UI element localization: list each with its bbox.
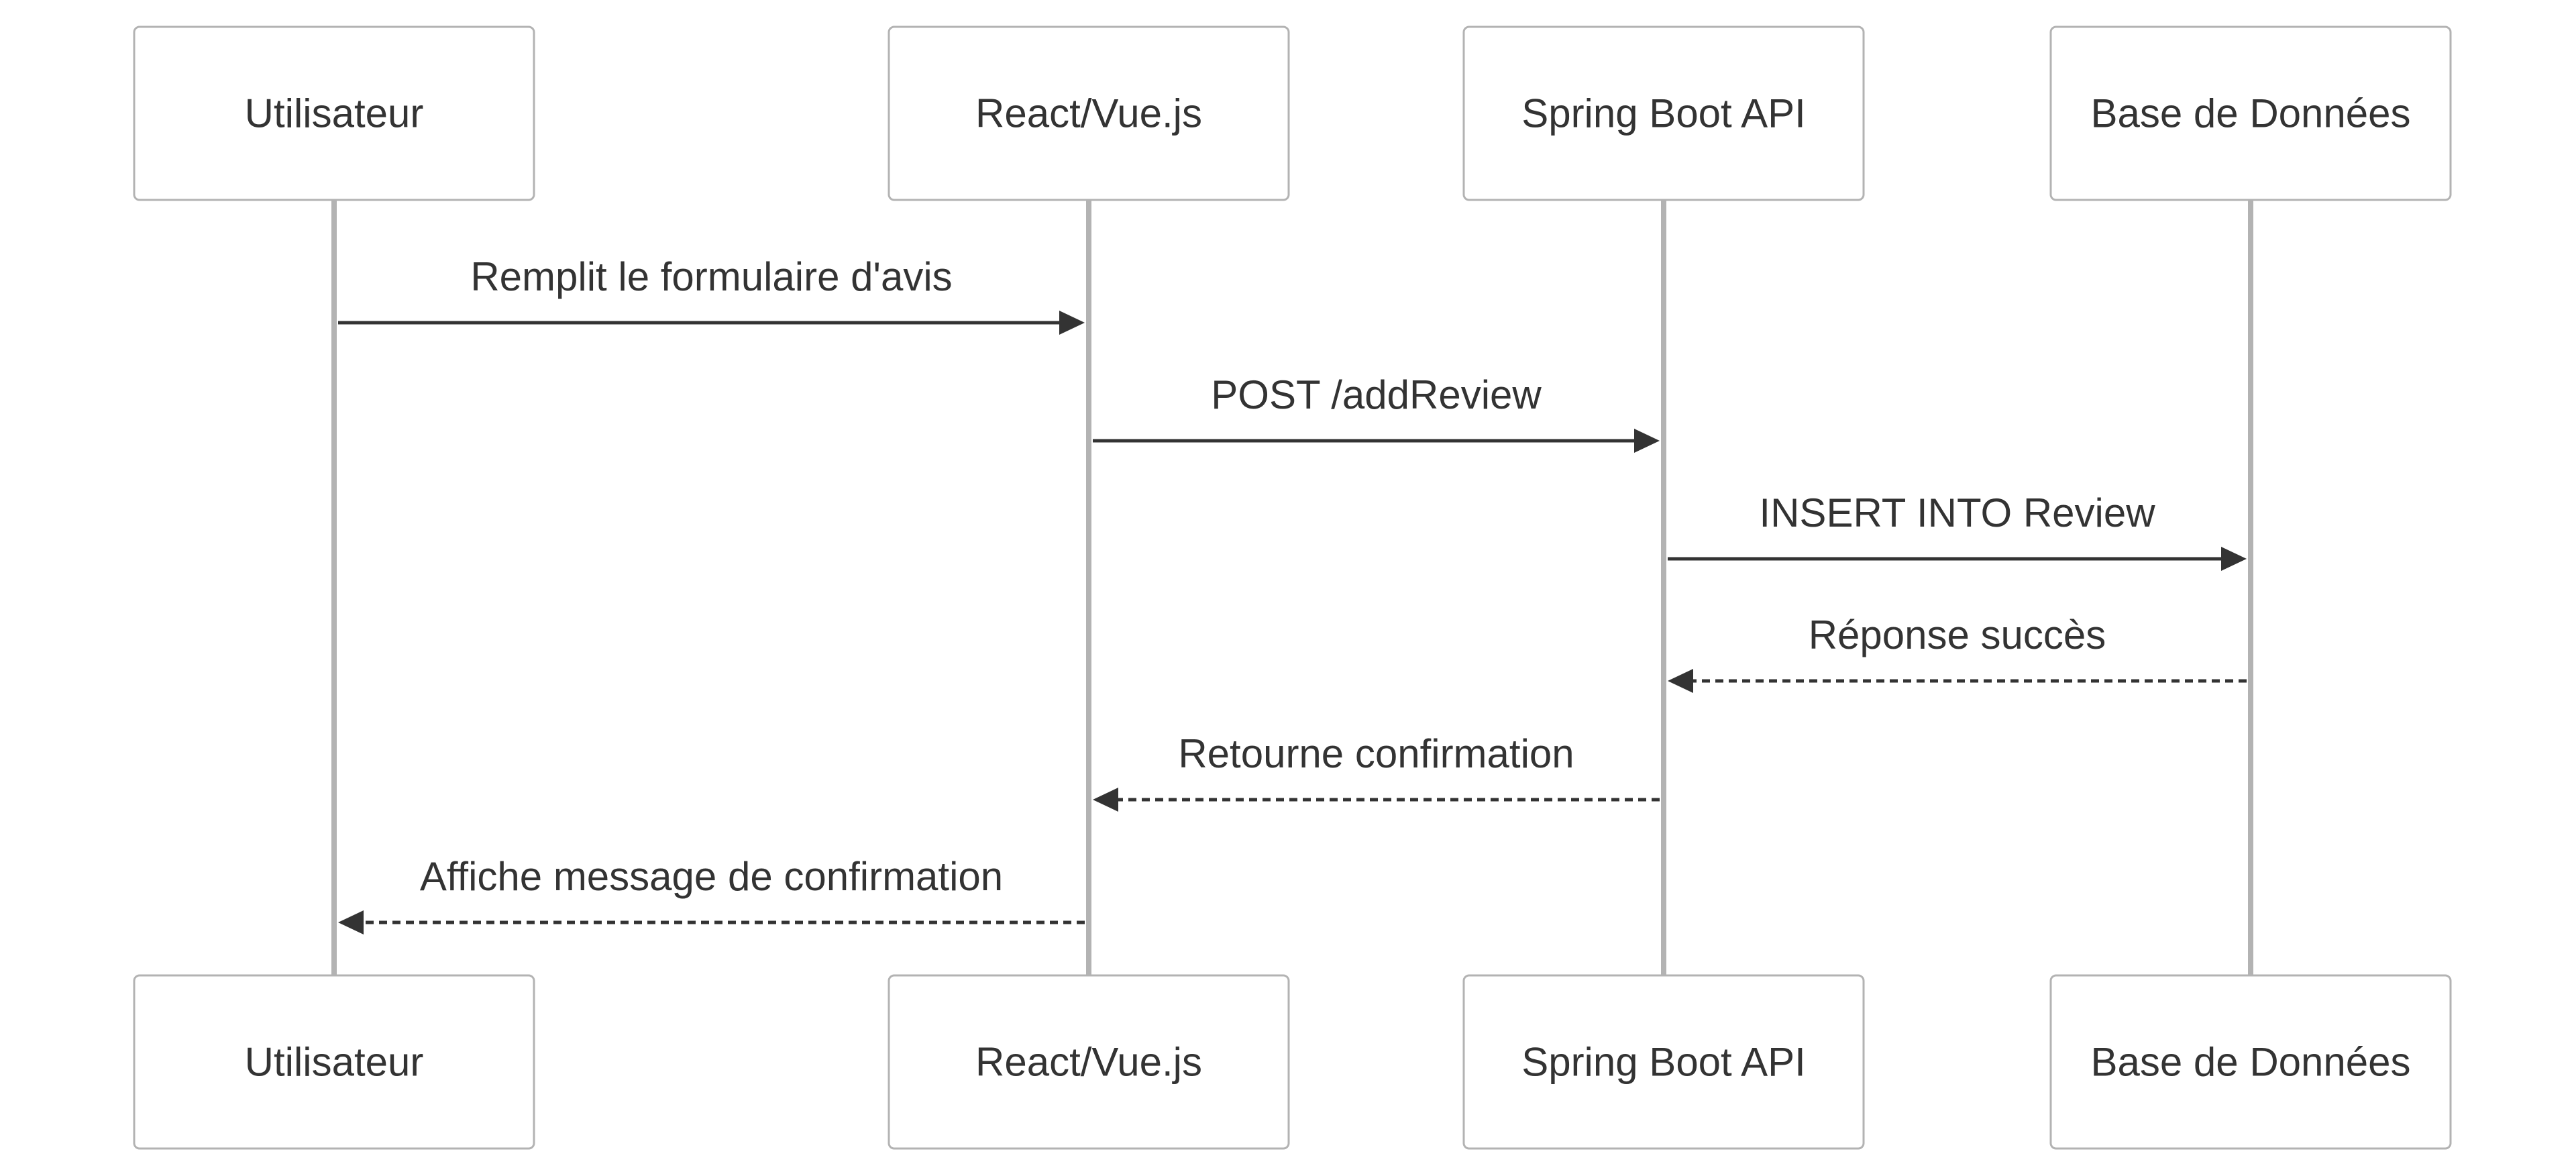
- participant-label: Utilisateur: [245, 1040, 424, 1085]
- participant-label: Spring Boot API: [1521, 1040, 1806, 1085]
- participant-label: Spring Boot API: [1521, 91, 1806, 136]
- participant-api-bottom: Spring Boot API: [1462, 974, 1865, 1150]
- participant-label: React/Vue.js: [975, 1040, 1202, 1085]
- participant-frontend-bottom: React/Vue.js: [888, 974, 1290, 1150]
- message-5: Retourne confirmation: [1093, 731, 1660, 812]
- arrowhead-icon: [2221, 547, 2247, 571]
- participant-box: [1462, 25, 1865, 201]
- participant-box: [2049, 974, 2452, 1150]
- participant-api-top: Spring Boot API: [1462, 25, 1865, 201]
- participant-label: Utilisateur: [245, 91, 424, 136]
- participant-box: [133, 974, 535, 1150]
- message-6: Affiche message de confirmation: [338, 854, 1085, 935]
- participant-box: [888, 25, 1290, 201]
- participant-box: [133, 25, 535, 201]
- participant-box: [888, 974, 1290, 1150]
- participant-label: Base de Données: [2090, 91, 2410, 136]
- lifelines: [331, 200, 2253, 975]
- participants: UtilisateurUtilisateurReact/Vue.jsReact/…: [133, 25, 2452, 1150]
- message-label: Réponse succès: [1809, 612, 2106, 657]
- arrowhead-icon: [1093, 788, 1118, 812]
- participant-frontend-top: React/Vue.js: [888, 25, 1290, 201]
- participant-db-top: Base de Données: [2049, 25, 2452, 201]
- participant-label: React/Vue.js: [975, 91, 1202, 136]
- message-4: Réponse succès: [1668, 612, 2247, 693]
- message-label: POST /addReview: [1211, 372, 1542, 417]
- message-label: Remplit le formulaire d'avis: [470, 254, 952, 299]
- participant-db-bottom: Base de Données: [2049, 974, 2452, 1150]
- arrowhead-icon: [1634, 429, 1660, 453]
- participant-box: [2049, 25, 2452, 201]
- participant-user-top: Utilisateur: [133, 25, 535, 201]
- arrowhead-icon: [1059, 311, 1085, 335]
- participant-user-bottom: Utilisateur: [133, 974, 535, 1150]
- arrowhead-icon: [1668, 669, 1693, 693]
- message-2: POST /addReview: [1093, 372, 1660, 453]
- participant-box: [1462, 974, 1865, 1150]
- participant-label: Base de Données: [2090, 1040, 2410, 1085]
- arrowhead-icon: [338, 910, 364, 935]
- message-label: Affiche message de confirmation: [420, 854, 1003, 899]
- message-1: Remplit le formulaire d'avis: [338, 254, 1085, 335]
- message-3: INSERT INTO Review: [1668, 490, 2247, 571]
- message-label: INSERT INTO Review: [1759, 490, 2155, 535]
- message-label: Retourne confirmation: [1178, 731, 1574, 776]
